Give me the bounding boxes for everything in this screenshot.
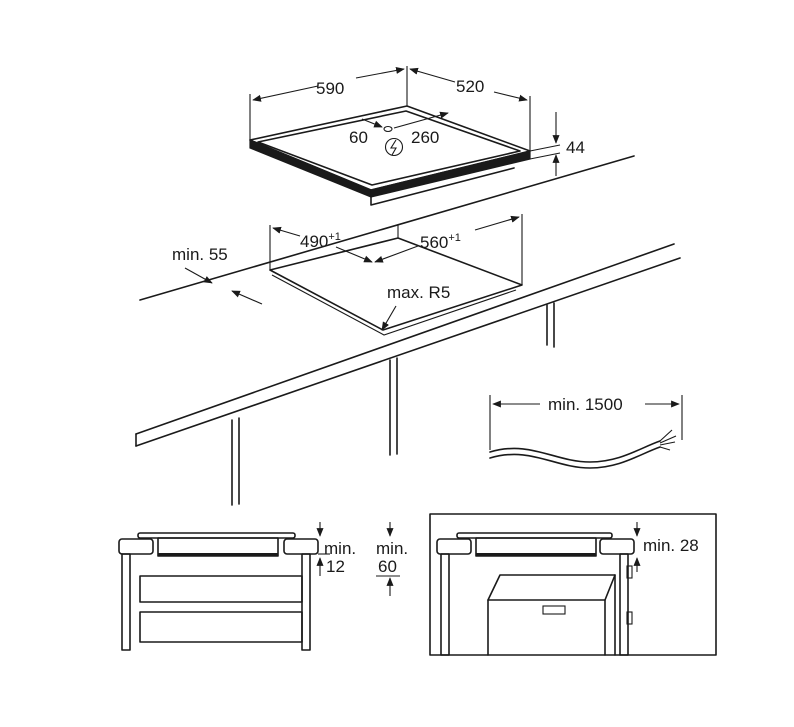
- dim-width-590: 590: [316, 79, 344, 98]
- hob-glass-inner: [257, 110, 521, 186]
- hob-glass-top: [249, 105, 531, 191]
- value-min-12: 12: [326, 557, 345, 576]
- dim-cable-260: 260: [411, 128, 439, 147]
- dim-min-28: min. 28: [643, 536, 699, 555]
- label-min-12: min.: [324, 539, 356, 558]
- dim-height-44: 44: [566, 138, 585, 157]
- dim-depth-520: 520: [456, 77, 484, 96]
- dim-cutout-490: 490+1: [300, 231, 341, 251]
- dim-cable-min-1500: min. 1500: [548, 395, 623, 414]
- label-min-60: min.: [376, 539, 408, 558]
- cable-drawing: min. 1500: [489, 395, 683, 469]
- dim-max-r5: max. R5: [387, 283, 450, 302]
- hob-drawing: 590 520 60 260 44: [249, 66, 585, 206]
- dim-min-55: min. 55: [172, 245, 228, 264]
- dim-cutout-560: 560+1: [420, 232, 461, 252]
- power-symbol-icon: [384, 137, 404, 157]
- oven-installation-frame: [429, 513, 717, 656]
- worktop-drawing: 490+1 560+1 min. 55 max. R5: [135, 155, 681, 506]
- value-min-60: 60: [378, 557, 397, 576]
- drawer-installation: min. 12 min. 60: [118, 522, 408, 651]
- oven-installation: min. 28: [429, 513, 717, 656]
- dim-cable-offset-60: 60: [349, 128, 368, 147]
